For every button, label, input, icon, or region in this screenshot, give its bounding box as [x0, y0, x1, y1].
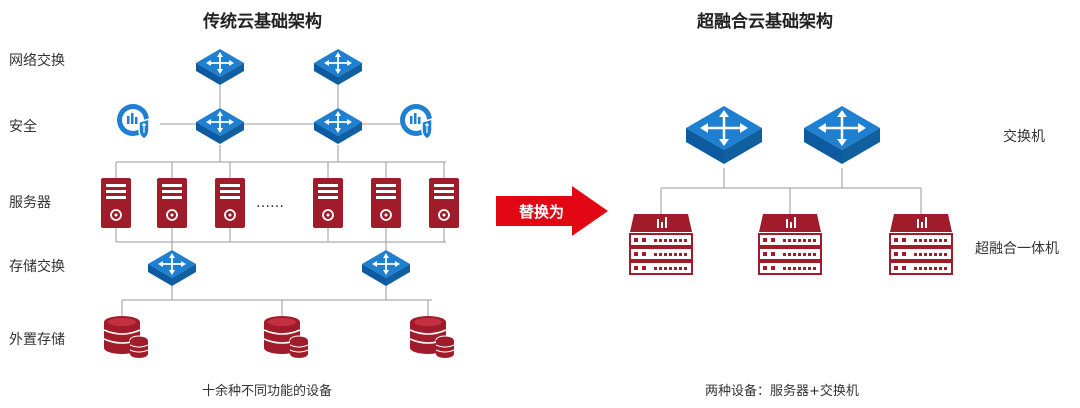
core-switch-icon [195, 107, 245, 145]
replace-arrow-label: 替换为 [519, 203, 565, 221]
hci-switch-icon [684, 104, 764, 166]
server-ellipsis: …… [256, 195, 284, 211]
row-label-external-storage: 外置存储 [9, 332, 65, 348]
right-caption: 两种设备：服务器+交换机 [705, 384, 859, 399]
row-label-storage-switch: 存储交换 [9, 259, 65, 275]
server-icon [214, 177, 246, 229]
hci-appliance-icon [758, 213, 822, 275]
replace-arrow [496, 186, 608, 236]
storage-icon [263, 315, 309, 359]
left-caption: 十余种不同功能的设备 [202, 384, 333, 399]
server-icon [312, 177, 344, 229]
security-icon [116, 103, 150, 140]
server-icon [156, 177, 188, 229]
security-icon [399, 103, 433, 140]
left-connector-lines [115, 85, 446, 316]
row-label-security: 安全 [9, 119, 37, 135]
left-title: 传统云基础架构 [203, 12, 322, 32]
label-hci: 超融合一体机 [975, 241, 1059, 257]
storage-switch-icon [147, 249, 197, 287]
row-label-network-switch: 网络交换 [9, 53, 65, 69]
row-label-server: 服务器 [9, 195, 51, 211]
storage-switch-icon [361, 249, 411, 287]
storage-icon [103, 315, 149, 359]
right-title: 超融合云基础架构 [697, 12, 833, 32]
right-connector-lines [660, 168, 922, 214]
hci-switch-icon [802, 104, 882, 166]
network-switch-icon [313, 48, 363, 86]
network-switch-icon [195, 48, 245, 86]
server-icon [100, 177, 132, 229]
storage-icon [409, 315, 455, 359]
hci-appliance-icon [889, 213, 953, 275]
server-icon [370, 177, 402, 229]
server-icon [428, 177, 460, 229]
label-switch: 交换机 [1003, 129, 1045, 145]
core-switch-icon [313, 107, 363, 145]
hci-appliance-icon [629, 213, 693, 275]
